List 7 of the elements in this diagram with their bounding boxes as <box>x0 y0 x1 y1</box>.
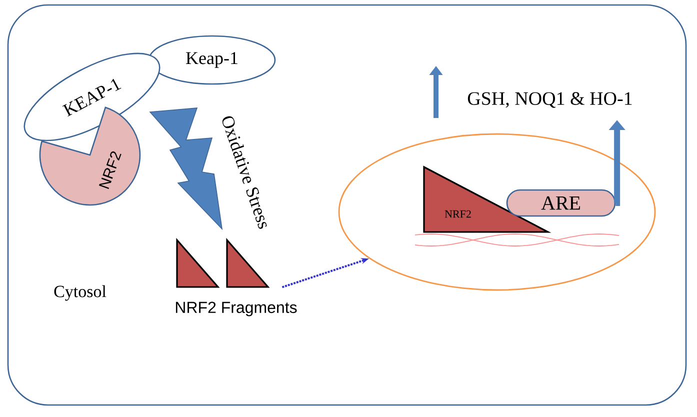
text-label: Oxidative Stress <box>222 116 267 229</box>
text-label: Cytosol <box>54 285 106 301</box>
element-box: ARE <box>506 189 616 217</box>
text-label: NRF2 Fragments <box>176 302 297 316</box>
nucleus-ellipse <box>338 133 656 291</box>
cell-outline <box>7 4 687 406</box>
gene-label: GSH, NOQ1 & HO-1 <box>468 92 632 108</box>
